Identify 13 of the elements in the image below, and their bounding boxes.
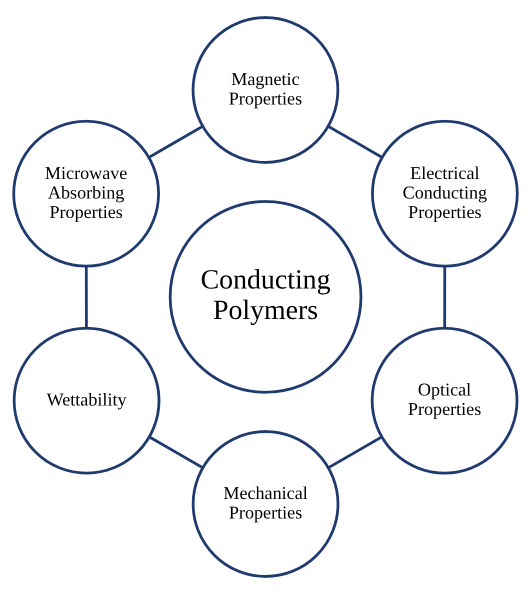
node-circle: Wettability [12,326,160,474]
node-circle: Magnetic Properties [192,16,340,164]
connector [443,266,446,328]
node-circle: Mechanical Properties [192,430,340,578]
node-circle: Conducting Polymers [168,200,362,394]
connector [328,435,382,468]
connector [328,124,383,158]
node-circle: Optical Properties [370,326,518,474]
connector [149,435,204,468]
connector [148,124,204,158]
node-circle: Electrical Conducting Properties [371,119,519,267]
connector [84,266,88,328]
node-circle: Microwave Absorbing Properties [12,119,160,268]
